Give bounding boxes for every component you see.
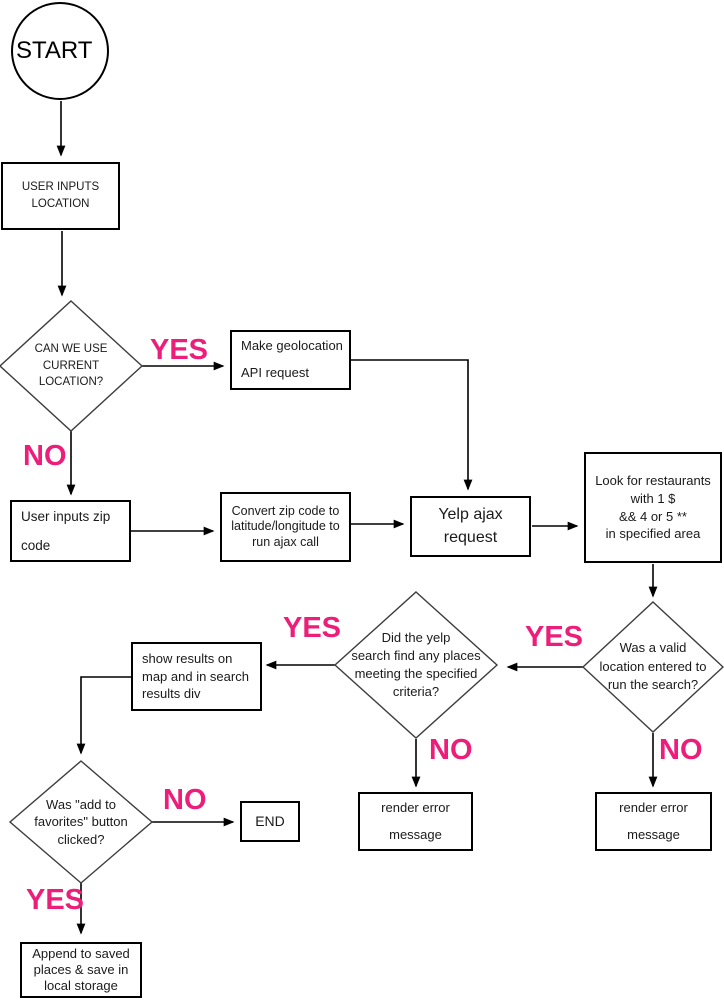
process-convert-zip: Convert zip code to latitude/longitude t… bbox=[220, 492, 351, 562]
process-show-results: show results on map and in search result… bbox=[131, 642, 262, 711]
edge-label-yes-valid-location: YES bbox=[525, 621, 584, 653]
process-make-geolocation: Make geolocation API request bbox=[230, 330, 351, 390]
process-yelp-ajax: Yelp ajax request bbox=[410, 496, 531, 557]
decision-label-current-location: CAN WE USE CURRENT LOCATION? bbox=[34, 342, 108, 389]
decision-diamond-favorites-clicked bbox=[8, 760, 154, 884]
start-node: START bbox=[11, 2, 109, 100]
decision-diamond-current-location bbox=[0, 300, 144, 432]
process-user-inputs-location: USER INPUTS LOCATION bbox=[1, 162, 120, 230]
edge-geolocation-to-yelp bbox=[351, 359, 473, 491]
decision-label-valid-location: Was a valid location entered to run the … bbox=[599, 640, 707, 693]
edge-label-no-favorites-clicked: NO bbox=[163, 784, 207, 816]
edge-label-yes-found-places: YES bbox=[283, 612, 342, 644]
edge-label-no-found-places: NO bbox=[429, 734, 473, 766]
edge-label-yes-current-location: YES bbox=[150, 334, 209, 366]
decision-diamond-valid-location bbox=[581, 601, 724, 733]
end-node: END bbox=[240, 801, 300, 842]
process-render-error-left: render error message bbox=[358, 792, 473, 851]
process-append-saved: Append to saved places & save in local s… bbox=[20, 942, 142, 998]
decision-label-favorites-clicked: Was "add to favorites" button clicked? bbox=[34, 796, 128, 847]
decision-diamond-found-places bbox=[333, 591, 499, 739]
process-user-inputs-zip: User inputs zip code bbox=[10, 500, 131, 562]
process-look-for-restaurants: Look for restaurants with 1 $ && 4 or 5 … bbox=[584, 452, 722, 563]
edge-label-no-valid-location: NO bbox=[659, 734, 703, 766]
edge-show-to-favorites bbox=[76, 676, 131, 755]
process-render-error-right: render error message bbox=[595, 792, 712, 851]
edge-label-yes-favorites-clicked: YES bbox=[26, 884, 85, 916]
edge-label-no-current-location: NO bbox=[23, 440, 67, 472]
decision-label-found-places: Did the yelp search find any places meet… bbox=[351, 630, 481, 699]
